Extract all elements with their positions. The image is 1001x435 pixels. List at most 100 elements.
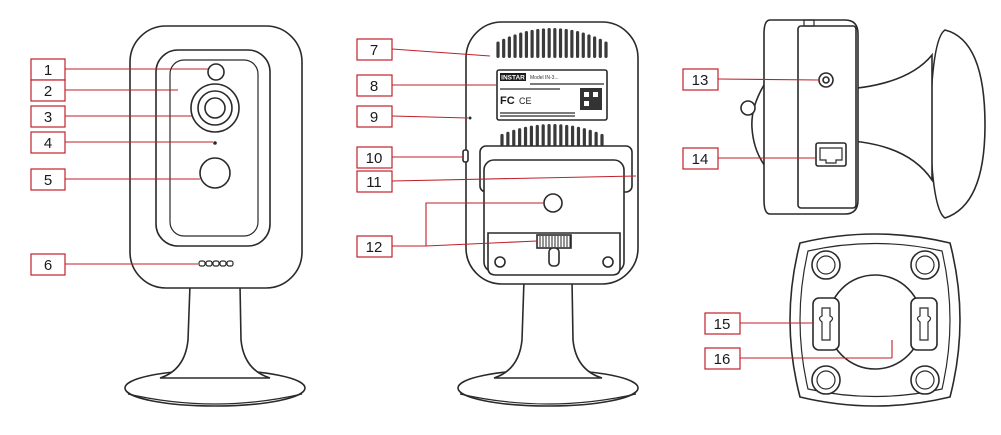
callouts: 1 2 3 4 5 6 7 8 9 10 11 12 13 14 15 16	[30, 38, 741, 370]
back-view: INSTAR Model IN-3... FC CE	[457, 21, 639, 407]
vent-slot	[588, 129, 592, 146]
pir-sensor	[199, 157, 231, 189]
light-sensor	[207, 63, 225, 81]
vent-slot	[500, 133, 504, 146]
side-arm	[829, 52, 933, 183]
foot-top-right	[910, 250, 940, 280]
vent-slot	[594, 131, 598, 146]
lead-11	[391, 175, 637, 182]
side-wall-disc	[929, 29, 986, 219]
vent-slot	[547, 124, 551, 146]
front-base-rim	[127, 393, 303, 405]
vent-slot	[512, 129, 516, 146]
callout-5: 5	[44, 172, 52, 189]
top-vents	[496, 28, 608, 58]
sticker-ce: CE	[519, 96, 532, 106]
front-view	[124, 25, 306, 407]
vent-slot	[535, 124, 539, 146]
sticker-fc: FC	[500, 95, 515, 107]
vent-slot	[564, 28, 568, 58]
foot-bottom-left-inner	[816, 370, 836, 390]
speaker-grille	[198, 260, 234, 267]
keyhole-slot-left	[812, 297, 840, 351]
vent-slot	[524, 31, 529, 58]
vent-slot	[576, 126, 581, 146]
reset-hole	[468, 116, 472, 120]
vent-slot	[604, 41, 608, 58]
vent-slot	[541, 28, 546, 58]
vent-slot	[575, 31, 580, 58]
side-view	[740, 19, 986, 219]
foot-top-left	[811, 250, 841, 280]
callout-1: 1	[44, 62, 52, 79]
callout-9: 9	[370, 109, 378, 126]
power-jack-pin	[822, 76, 830, 84]
front-panel-inner	[169, 59, 259, 237]
back-neck	[493, 279, 603, 379]
vent-slot	[506, 131, 510, 146]
lead-12b	[425, 240, 538, 247]
vent-slot	[559, 124, 563, 146]
vent-slot	[570, 29, 574, 58]
sticker-qr-cell	[593, 92, 598, 97]
sticker-brand-bar	[500, 73, 526, 81]
vent-slot	[536, 28, 540, 58]
label-sticker: INSTAR Model IN-3... FC CE	[496, 69, 608, 121]
vent-slot	[587, 34, 591, 58]
leader-lines	[65, 48, 893, 359]
keyhole-slot-right	[910, 297, 938, 351]
front-neck	[159, 284, 271, 379]
vent-slot	[598, 38, 602, 58]
foot-top-left-inner	[816, 255, 836, 275]
foot-bottom-right	[910, 365, 940, 395]
bottom-center-disc	[827, 274, 923, 370]
side-lens-bump	[740, 100, 756, 116]
vent-slot	[507, 36, 511, 58]
vent-slot	[496, 41, 500, 58]
vent-slot	[581, 32, 585, 58]
vent-slot	[519, 32, 523, 58]
callout-14: 14	[692, 151, 709, 168]
callout-13: 13	[692, 72, 709, 89]
callout-7: 7	[370, 42, 378, 59]
vent-slot	[513, 34, 517, 58]
sticker-model-line: Model IN-3...	[530, 75, 559, 81]
lower-vents	[500, 124, 604, 146]
lead-12a	[392, 202, 544, 247]
callout-2: 2	[44, 83, 52, 100]
sticker-frame	[496, 69, 608, 121]
sticker-brand: INSTAR	[501, 75, 525, 82]
vent-slot	[523, 126, 528, 146]
side-slot	[462, 149, 469, 163]
sticker-qr-cell	[584, 92, 589, 97]
callout-3: 3	[44, 109, 52, 126]
vent-slot	[558, 28, 563, 58]
vent-slot	[565, 124, 569, 146]
callout-12: 12	[366, 239, 383, 256]
vent-slot	[502, 38, 506, 58]
mount-screw-shaft	[548, 247, 560, 267]
knurled-nut	[536, 234, 572, 249]
foot-top-right-inner	[915, 255, 935, 275]
foot-bottom-left	[811, 365, 841, 395]
vent-slot	[600, 133, 604, 146]
vent-slot	[518, 128, 522, 146]
foot-bottom-right-inner	[915, 370, 935, 390]
callout-10: 10	[366, 150, 383, 167]
callout-11: 11	[366, 174, 382, 191]
side-rear-panel	[797, 25, 857, 209]
keyhole-left	[818, 307, 834, 341]
vent-slot	[541, 124, 545, 146]
microphone-dot	[213, 141, 217, 145]
callout-15: 15	[714, 316, 731, 333]
tripod-screw-hole	[543, 193, 563, 213]
sticker-qr	[580, 88, 602, 110]
lens-inner	[204, 97, 226, 119]
vent-slot	[553, 28, 557, 58]
vent-slot	[553, 124, 557, 146]
nut-knurl	[539, 236, 571, 247]
vent-slot	[582, 128, 586, 146]
bracket-screw-right	[602, 256, 614, 268]
